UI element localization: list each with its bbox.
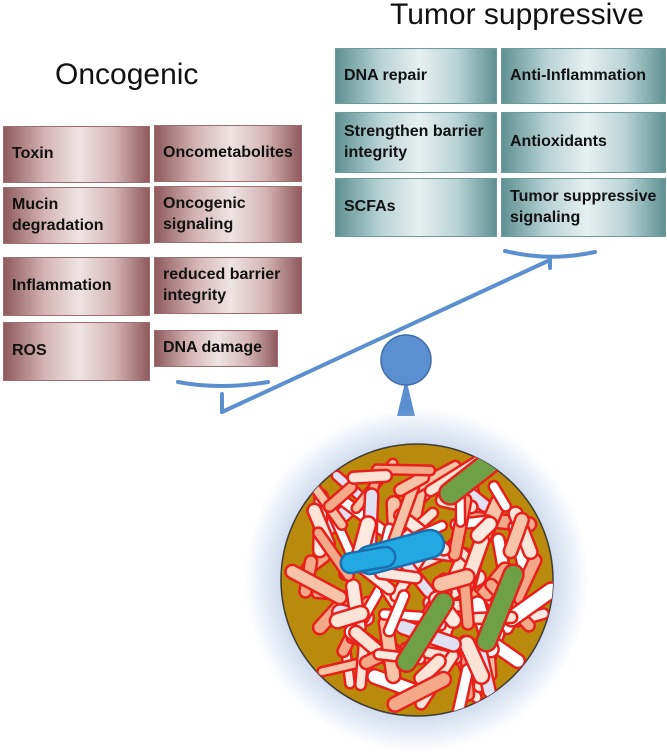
bacterium — [431, 567, 476, 594]
bacterium — [328, 604, 370, 630]
bacterium — [346, 468, 394, 485]
oncogenic-box-inflammation: Inflammation — [3, 257, 150, 316]
oncogenic-box-oncometabolites: Oncometabolites — [154, 125, 302, 182]
bacterium — [457, 634, 491, 686]
suppressive-box-tumor-suppressive-signaling: Tumor suppressive signaling — [501, 178, 666, 237]
balance-beam — [220, 258, 552, 414]
suppressive-box-scfas: SCFAs — [335, 178, 497, 237]
left-pan — [176, 380, 270, 388]
bacterium — [386, 670, 453, 713]
bacterium — [487, 479, 513, 513]
oncogenic-box-toxin: Toxin — [3, 126, 150, 183]
bacterium — [475, 563, 525, 653]
oncogenic-heading: Oncogenic — [55, 58, 199, 91]
tumor-suppressive-heading: Tumor suppressive — [390, 0, 644, 31]
oncogenic-box-reduced-barrier-integrity: reduced barrier integrity — [154, 257, 302, 314]
oncogenic-box-ros: ROS — [3, 322, 150, 381]
bacterium — [284, 563, 348, 606]
bacterium — [382, 589, 411, 638]
oncogenic-box-oncogenic-signaling: Oncogenic signaling — [154, 186, 302, 243]
bacterium — [502, 511, 531, 560]
bacterium — [339, 545, 397, 575]
bacterium — [395, 591, 455, 673]
suppressive-box-anti-inflammation: Anti-Inflammation — [501, 48, 666, 104]
fulcrum-knob — [380, 334, 432, 386]
suppressive-box-dna-repair: DNA repair — [335, 48, 497, 104]
fulcrum-post — [397, 378, 415, 416]
oncogenic-box-dna-damage: DNA damage — [154, 330, 278, 367]
suppressive-box-strengthen-barrier-integrity: Strengthen barrier integrity — [335, 112, 497, 173]
suppressive-box-antioxidants: Antioxidants — [501, 112, 666, 173]
bacterium — [469, 515, 499, 544]
oncogenic-box-mucin-degradation: Mucin degradation — [3, 187, 150, 244]
